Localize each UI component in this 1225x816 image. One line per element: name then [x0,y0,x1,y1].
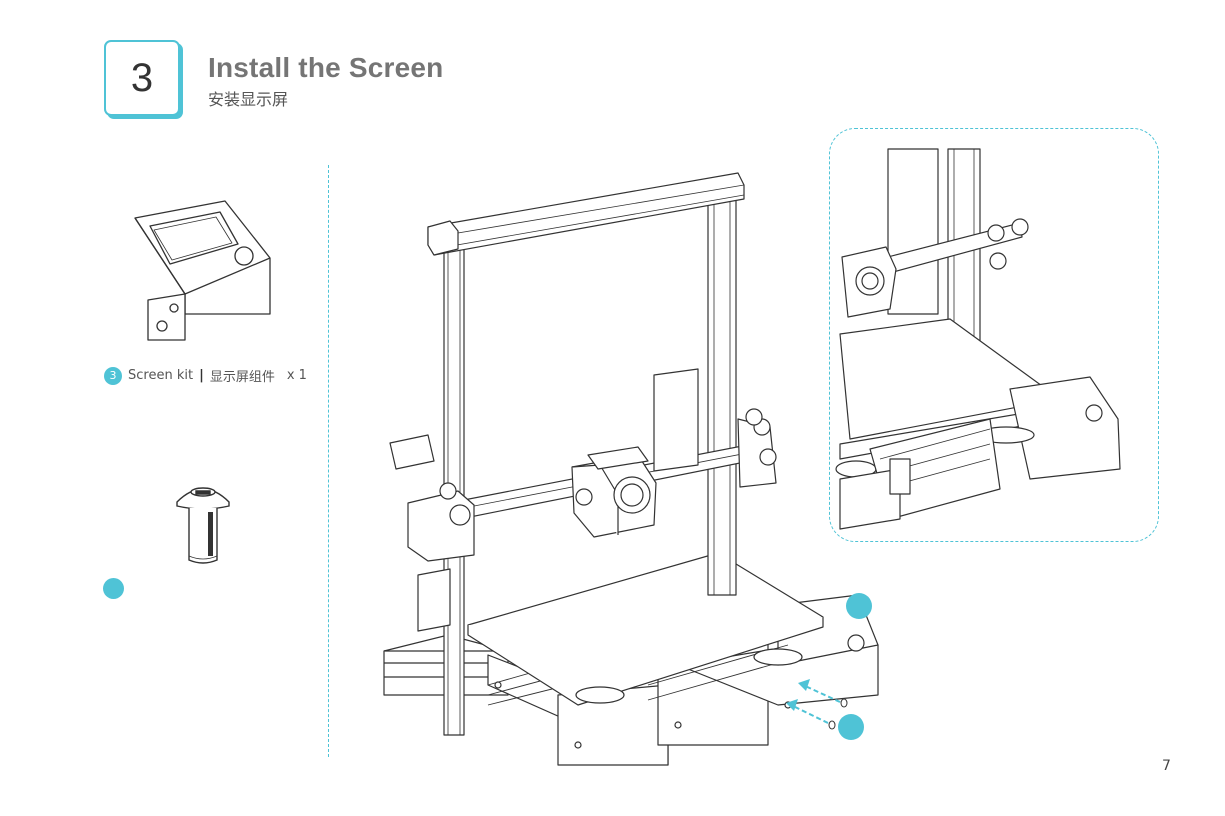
page-number: 7 [1162,758,1171,774]
part-quantity: x 1 [287,368,307,383]
part-name-en: Screen kit [128,368,193,383]
callout-badge-screws [838,714,864,740]
step-number: 3 [131,56,153,101]
detail-zoom-frame [829,128,1159,542]
part-separator: | [199,368,204,383]
screw-illustration [172,482,234,570]
part-label: 3 Screen kit | 显示屏组件 x 1 [104,366,307,385]
section-divider [328,165,329,757]
part-name-cn: 显示屏组件 [210,366,275,385]
screen-kit-illustration [130,196,280,346]
callout-badge-screen [846,593,872,619]
step-title-cn: 安装显示屏 [208,86,288,110]
detail-zoom-illustration [830,129,1158,541]
screw-badge [103,578,124,599]
part-badge: 3 [104,367,122,385]
step-title: Install the Screen [208,52,443,84]
step-number-box: 3 [104,40,180,116]
printer-assembly-illustration [378,165,888,777]
